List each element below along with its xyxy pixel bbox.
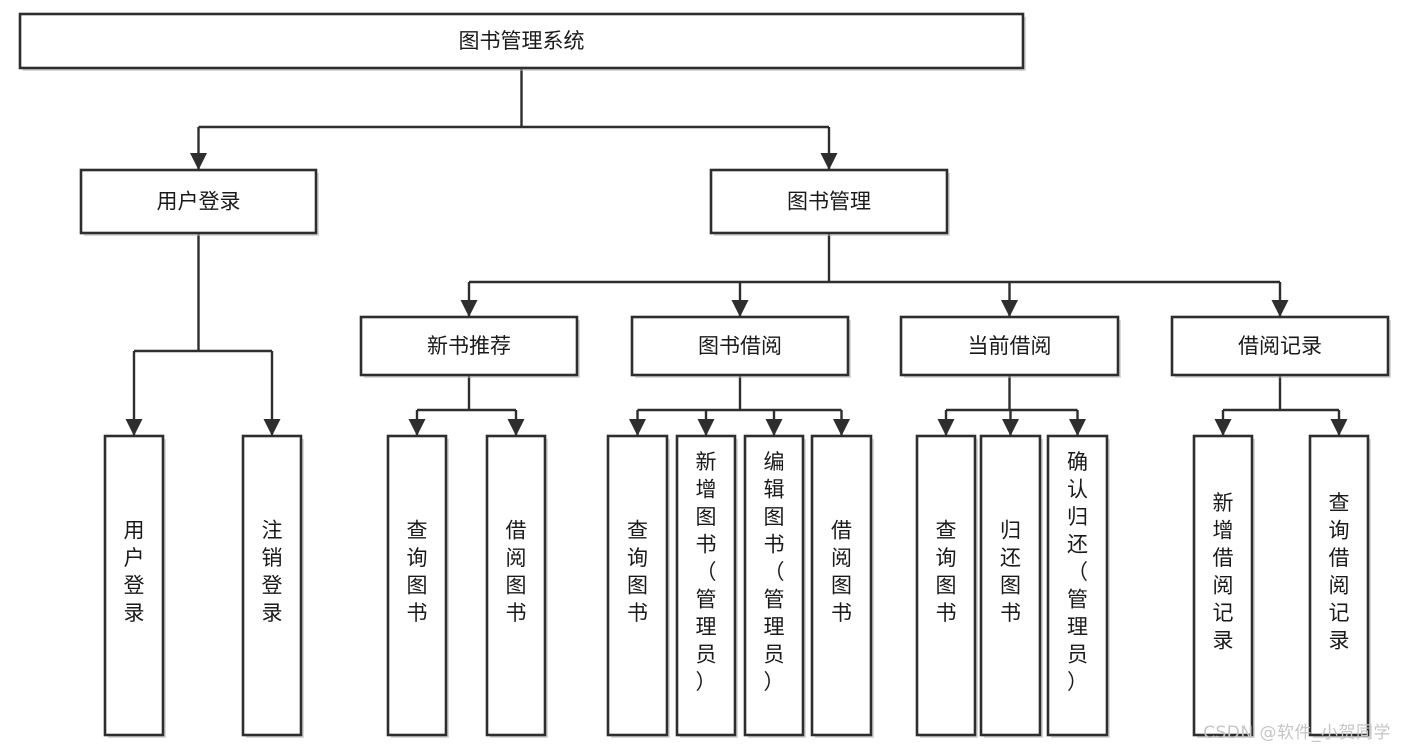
node-label: 图书管理系统 bbox=[459, 29, 585, 53]
node-label: 用户登录 bbox=[124, 519, 145, 626]
node-leaf-user-login[interactable]: 用户登录 bbox=[103, 434, 166, 738]
node-label: 新增借阅记录 bbox=[1213, 491, 1234, 653]
arrow-head-icon bbox=[833, 419, 850, 436]
node-rect[interactable] bbox=[743, 434, 805, 737]
node-label: 查询图书 bbox=[407, 519, 428, 626]
node-label: 当前借阅 bbox=[968, 334, 1052, 358]
node-book-borrow[interactable]: 图书借阅 bbox=[630, 315, 851, 378]
arrow-head-icon bbox=[937, 419, 955, 436]
node-label: 用户登录 bbox=[157, 190, 241, 214]
edge-group-book-borrow bbox=[629, 375, 850, 436]
arrow-head-icon bbox=[1330, 419, 1348, 436]
node-label: 归还图书 bbox=[1000, 519, 1021, 626]
arrow-head-icon bbox=[765, 419, 783, 436]
node-label: 查询图书 bbox=[936, 519, 957, 626]
node-rect[interactable] bbox=[1192, 434, 1254, 737]
arrow-head-icon bbox=[629, 419, 646, 436]
node-label: 借阅图书 bbox=[831, 519, 852, 626]
node-label: 查询借阅记录 bbox=[1329, 491, 1350, 653]
arrow-head-icon bbox=[263, 419, 281, 436]
edge-group-current-borrow bbox=[937, 375, 1086, 436]
node-rect[interactable] bbox=[241, 434, 303, 737]
node-label: 借阅记录 bbox=[1238, 334, 1322, 358]
arrow-head-icon bbox=[1214, 419, 1232, 436]
node-rect[interactable] bbox=[103, 434, 165, 737]
node-label: 借阅图书 bbox=[506, 519, 527, 626]
node-label: 确认归还（管理员） bbox=[1067, 450, 1088, 694]
node-rect[interactable] bbox=[979, 434, 1042, 737]
node-rect[interactable] bbox=[810, 434, 873, 737]
arrow-head-icon bbox=[1069, 419, 1086, 436]
node-rect[interactable] bbox=[606, 434, 669, 737]
node-rect[interactable] bbox=[18, 12, 1025, 70]
arrow-head-icon bbox=[820, 153, 838, 170]
node-rect[interactable] bbox=[1046, 434, 1109, 737]
node-label: 编辑图书（管理员） bbox=[764, 450, 785, 694]
nodes-layer: 图书管理系统用户登录图书管理新书推荐图书借阅当前借阅借阅记录用户登录注销登录查询… bbox=[18, 12, 1391, 738]
edge-group-root bbox=[190, 68, 838, 170]
node-leaf-edit-book[interactable]: 编辑图书（管理员） bbox=[743, 434, 806, 738]
node-rect[interactable] bbox=[675, 434, 737, 737]
node-leaf-borrow-book-1[interactable]: 借阅图书 bbox=[485, 434, 548, 738]
node-user-login[interactable]: 用户登录 bbox=[79, 168, 319, 236]
arrow-head-icon bbox=[507, 419, 525, 436]
edge-group-borrow-record bbox=[1214, 375, 1348, 436]
node-leaf-add-book[interactable]: 新增图书（管理员） bbox=[675, 434, 738, 738]
node-rect[interactable] bbox=[1170, 315, 1390, 377]
edge-group-book-management bbox=[460, 233, 1289, 317]
node-label: 图书借阅 bbox=[698, 334, 782, 358]
node-rect[interactable] bbox=[386, 434, 448, 737]
node-leaf-add-borrow-record[interactable]: 新增借阅记录 bbox=[1192, 434, 1255, 738]
node-label: 图书管理 bbox=[787, 190, 871, 214]
node-leaf-borrow-book-2[interactable]: 借阅图书 bbox=[810, 434, 874, 738]
node-rect[interactable] bbox=[79, 168, 318, 235]
arrow-head-icon bbox=[731, 300, 749, 317]
node-rect[interactable] bbox=[915, 434, 977, 737]
arrow-head-icon bbox=[697, 419, 715, 436]
node-root[interactable]: 图书管理系统 bbox=[18, 12, 1026, 71]
node-rect[interactable] bbox=[1308, 434, 1370, 737]
arrow-head-icon bbox=[460, 300, 478, 317]
node-leaf-query-borrow-record[interactable]: 查询借阅记录 bbox=[1308, 434, 1371, 738]
node-new-book-recommend[interactable]: 新书推荐 bbox=[359, 315, 580, 378]
node-leaf-logout[interactable]: 注销登录 bbox=[241, 434, 304, 738]
node-label: 注销登录 bbox=[262, 519, 283, 626]
node-rect[interactable] bbox=[359, 315, 579, 377]
node-rect[interactable] bbox=[709, 168, 949, 235]
arrow-head-icon bbox=[408, 419, 426, 436]
node-rect[interactable] bbox=[899, 315, 1120, 377]
node-leaf-confirm-return[interactable]: 确认归还（管理员） bbox=[1046, 434, 1110, 738]
node-rect[interactable] bbox=[630, 315, 850, 377]
connectors-layer bbox=[125, 68, 1348, 436]
edge-group-new-book-recommend bbox=[408, 375, 525, 436]
watermark-text: CSDN @软件_小贺同学 bbox=[1203, 723, 1391, 743]
node-leaf-return-book[interactable]: 归还图书 bbox=[979, 434, 1043, 738]
node-leaf-query-book-1[interactable]: 查询图书 bbox=[386, 434, 449, 738]
node-book-management[interactable]: 图书管理 bbox=[709, 168, 950, 236]
node-leaf-query-book-2[interactable]: 查询图书 bbox=[606, 434, 670, 738]
node-label: 新书推荐 bbox=[427, 334, 511, 358]
arrow-head-icon bbox=[190, 153, 207, 170]
node-rect[interactable] bbox=[485, 434, 547, 737]
arrow-head-icon bbox=[125, 419, 143, 436]
arrow-head-icon bbox=[1001, 300, 1018, 317]
node-label: 查询图书 bbox=[627, 519, 648, 626]
node-borrow-record[interactable]: 借阅记录 bbox=[1170, 315, 1391, 378]
node-leaf-query-book-3[interactable]: 查询图书 bbox=[915, 434, 978, 738]
node-current-borrow[interactable]: 当前借阅 bbox=[899, 315, 1121, 378]
edge-group-user-login bbox=[125, 233, 281, 436]
arrow-head-icon bbox=[1002, 419, 1019, 436]
arrow-head-icon bbox=[1271, 300, 1289, 317]
node-label: 新增图书（管理员） bbox=[696, 450, 717, 694]
